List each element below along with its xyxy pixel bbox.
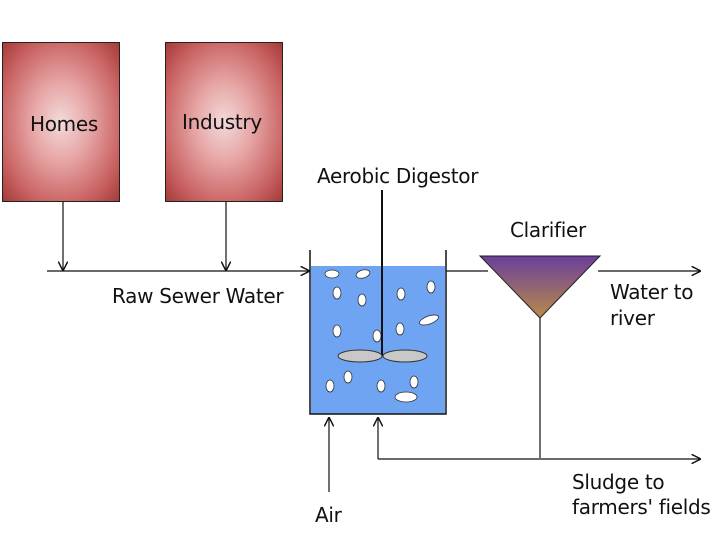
bubble [419, 314, 439, 326]
bubble [376, 379, 386, 393]
aerobic-digestor-label: Aerobic Digestor [317, 164, 479, 188]
bubble [395, 322, 405, 336]
homes-box [2, 42, 120, 202]
water-to-river-label-line2: river [610, 306, 655, 330]
bubble [396, 287, 406, 301]
sludge-label-line2: farmers' fields [572, 495, 711, 519]
digestor-tank [309, 250, 447, 415]
stirrer-blade-left [337, 349, 383, 363]
bubble [324, 269, 340, 279]
stirrer-blade-right [382, 349, 428, 363]
industry-box [165, 42, 283, 202]
bubble [355, 269, 371, 279]
bubble [426, 280, 436, 294]
air-bubbles [324, 269, 439, 403]
bubble [357, 293, 367, 307]
sludge-label-line1: Sludge to [572, 470, 665, 494]
bubble [372, 329, 382, 343]
clarifier-label: Clarifier [510, 218, 586, 242]
bubble [394, 391, 418, 403]
air-label: Air [315, 503, 342, 527]
bubble [325, 379, 335, 393]
clarifier-cone [478, 255, 602, 319]
raw-sewer-water-label: Raw Sewer Water [112, 284, 284, 308]
homes-label: Homes [30, 112, 98, 136]
industry-label: Industry [182, 110, 262, 134]
bubble [332, 286, 342, 300]
bubble [332, 324, 342, 338]
bubble [343, 370, 353, 384]
water-to-river-label-line1: Water to [610, 280, 694, 304]
bubble [409, 375, 419, 389]
